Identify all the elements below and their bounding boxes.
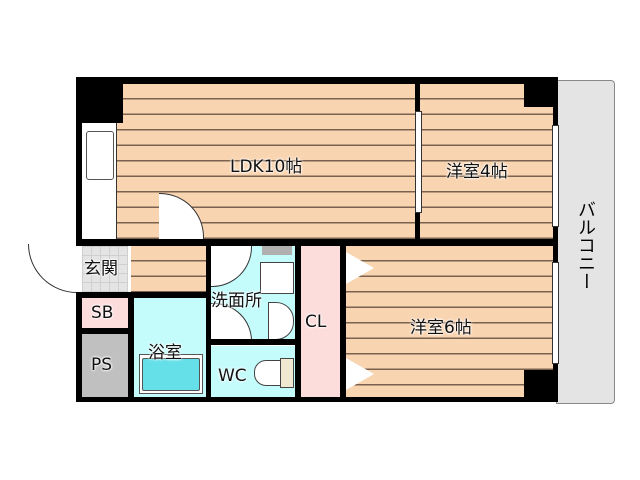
closet [301,246,340,398]
wall-top [76,77,556,84]
western-6-label: 洋室6帖 [410,318,472,338]
washbasin [268,302,294,340]
western-room-6 [346,246,553,397]
washroom-label: 洗面所 [211,291,262,311]
wall-bottom [76,397,556,402]
toilet-label: WC [218,366,247,386]
wall-bath-wash [206,239,211,402]
window-6-balcony [552,262,559,364]
bathtub-basin [142,358,200,391]
closet-door-2 [346,358,374,390]
wall-closet-right [340,239,346,402]
hallway [131,246,206,292]
western-room-4 [420,84,553,239]
toilet-tank [280,358,294,388]
washing-machine [260,262,294,294]
wall-left-lower [76,292,82,402]
shoebox [82,298,128,328]
window-ldk-4 [415,111,422,213]
wall-entry-bath [128,292,134,402]
bathroom-label: 浴室 [148,343,182,363]
wall-wash-wc [211,339,295,345]
column-top-left [76,77,123,123]
entrance-door-swing [28,244,79,293]
shelf [262,246,292,255]
balcony-label: バルコニー [575,200,596,290]
ldk-label: LDK10帖 [230,157,303,177]
wall-mid-horizontal [76,239,556,246]
closet-label: CL [305,312,327,332]
column-bottom-right [524,370,556,402]
wall-entry-corridor [76,292,211,298]
pipe-space [82,334,128,398]
closet-door-1 [346,252,374,284]
kitchen-sink [86,131,114,180]
ldk-room [82,84,415,239]
wall-left [76,77,82,245]
window-4-balcony [552,125,559,227]
shoebox-label: SB [91,303,114,323]
pipe-space-label: PS [91,355,113,375]
wall-closet-left [295,239,301,402]
wall-sb-ps [76,328,134,334]
western-4-label: 洋室4帖 [446,162,508,182]
column-top-right [524,77,556,107]
entrance-floor [82,246,128,292]
entrance-label: 玄関 [84,259,118,279]
